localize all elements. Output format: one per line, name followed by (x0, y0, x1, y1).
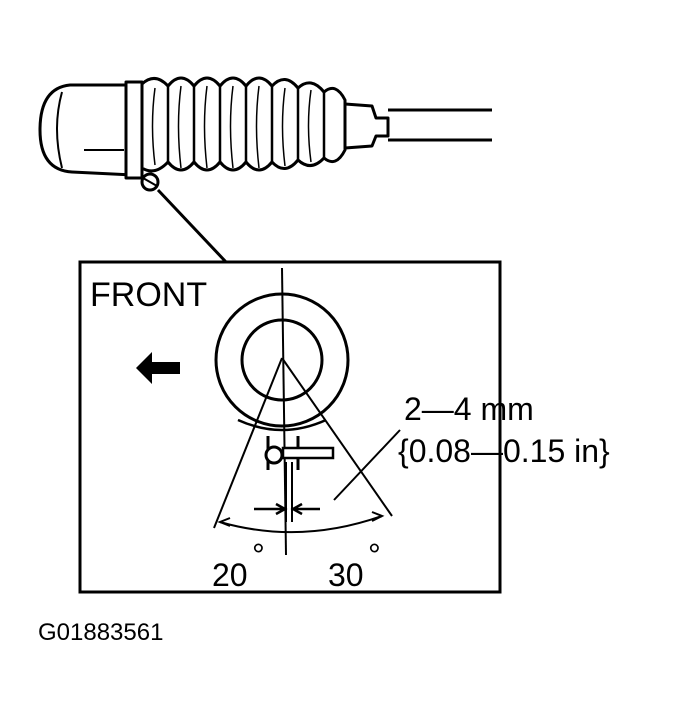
angle-right-label: 30 (328, 557, 364, 593)
clamp-cross-section (213, 267, 401, 556)
angle-left-label: 20 (212, 557, 248, 593)
detail-leader-line (156, 188, 228, 264)
dimension-arrow-left (254, 502, 288, 516)
clearance-mm-label: 2—4 mm (404, 391, 534, 427)
angle-line-right (281, 357, 393, 517)
tie-rod (388, 108, 492, 142)
clearance-in-label: {0.08—0.15 in} (398, 433, 610, 469)
front-label: FRONT (90, 276, 207, 314)
dimension-arrow-right (290, 502, 320, 516)
bellows-boot (140, 76, 347, 173)
boot-clamp-band (124, 80, 144, 180)
dimension-leader-line (333, 429, 401, 501)
angle-left-degree: ° (252, 537, 265, 573)
boot-neck (343, 102, 390, 150)
angle-arc (219, 515, 383, 534)
angle-line-left (213, 357, 283, 529)
steering-rack-boot (38, 76, 492, 192)
angle-right-degree: ° (368, 537, 381, 573)
figure-code: G01883561 (38, 619, 163, 646)
rack-housing (38, 83, 134, 177)
front-arrow-icon (136, 352, 180, 384)
